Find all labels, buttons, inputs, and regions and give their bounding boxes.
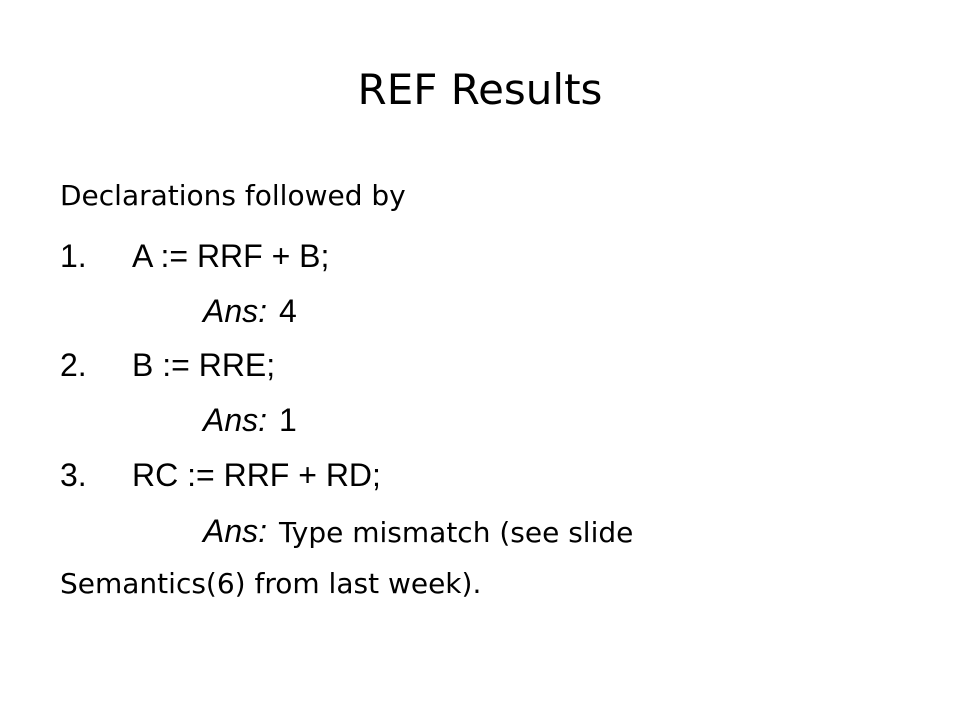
answer-3: Ans: Type mismatch (see slide [203, 511, 633, 553]
answer-label: Ans: [203, 402, 268, 438]
item-statement: B := RRE; [132, 347, 276, 383]
answer-label: Ans: [203, 293, 268, 329]
item-number: 2. [60, 347, 87, 383]
answer-3-continuation: Semantics(6) from last week). [60, 567, 482, 600]
item-statement: A := RRF + B; [132, 238, 330, 274]
list-item-2: 2. B := RRE; [60, 345, 275, 385]
answer-1: Ans: 4 [203, 291, 297, 331]
list-item-3: 3. RC := RRF + RD; [60, 455, 381, 495]
item-number: 3. [60, 457, 87, 493]
answer-value: 1 [279, 402, 297, 438]
answer-2: Ans: 1 [203, 400, 297, 440]
item-number: 1. [60, 238, 87, 274]
intro-text: Declarations followed by [60, 179, 406, 212]
slide-title: REF Results [357, 65, 603, 114]
answer-value: Type mismatch (see slide [279, 516, 634, 549]
list-item-1: 1. A := RRF + B; [60, 236, 329, 276]
item-statement: RC := RRF + RD; [132, 457, 381, 493]
answer-value: 4 [279, 293, 297, 329]
answer-label: Ans: [203, 513, 268, 549]
